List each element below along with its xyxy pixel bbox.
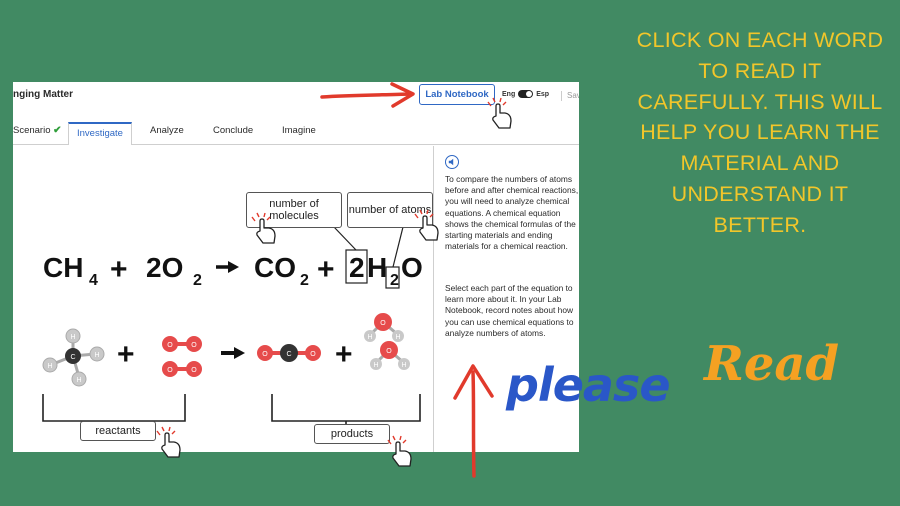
app-header: nging Matter Lab Notebook Eng Esp Sav [13, 82, 579, 112]
reaction-arrow [221, 347, 245, 359]
toggle-switch[interactable] [518, 90, 534, 98]
number-of-atoms-label[interactable]: number of atoms [347, 192, 433, 228]
read-text: Read [704, 336, 840, 392]
red-arrow-right-icon [320, 82, 415, 108]
tab-bar: Scenario ✔ Investigate Analyze Conclude … [13, 119, 579, 145]
instruction-paragraph-1: To compare the numbers of atoms before a… [445, 174, 579, 252]
pointer-hand-icon [387, 435, 412, 467]
language-toggle[interactable]: Eng Esp [502, 90, 549, 98]
lab-notebook-button[interactable]: Lab Notebook [419, 84, 495, 105]
atom-label: O [167, 342, 173, 349]
tab-label: Scenario [13, 125, 51, 136]
equation-o[interactable]: O [401, 252, 423, 283]
molecule-plus-2: + [335, 338, 353, 371]
check-icon: ✔ [53, 125, 62, 136]
connector-line [333, 226, 357, 251]
molecule-plus-1: + [117, 338, 135, 371]
tab-investigate[interactable]: Investigate [68, 122, 132, 145]
overlay-instruction: CLICK ON EACH WORD TO READ IT CAREFULLY.… [636, 28, 884, 237]
tab-conclude[interactable]: Conclude [213, 125, 254, 136]
save-button[interactable]: Sav [561, 91, 579, 101]
atom-label: H [367, 334, 372, 341]
pointer-hand-icon [156, 426, 181, 458]
pointer-hand-icon [487, 97, 512, 129]
subscript-highlight-box [385, 266, 400, 289]
lang-esp-label: Esp [536, 90, 550, 98]
atom-label: O [262, 351, 268, 358]
pointer-hand-icon [414, 209, 439, 241]
tab-scenario[interactable]: Scenario ✔ [13, 125, 62, 136]
atom-label: O [386, 348, 392, 355]
equation-co[interactable]: CO [254, 252, 296, 283]
atom-label: H [373, 362, 378, 369]
atom-label: H [401, 362, 406, 369]
lang-eng-label: Eng [502, 90, 516, 98]
water-molecules: O H H O H H [364, 313, 410, 370]
atom-label: H [395, 334, 400, 341]
carbon-dioxide-molecule: O C O [257, 344, 321, 362]
equation-h[interactable]: H [367, 252, 387, 283]
atom-label: C [70, 354, 75, 361]
tab-imagine[interactable]: Imagine [282, 125, 316, 136]
atom-label: H [47, 363, 52, 370]
tab-label: Investigate [77, 128, 123, 139]
atom-label: O [310, 351, 316, 358]
red-arrow-up-icon [453, 364, 494, 478]
equation-co-subscript[interactable]: 2 [300, 272, 309, 289]
equation-area: CH 4 + 2O 2 CO 2 + 2 H 2 O [42, 226, 423, 428]
equation-o2-subscript[interactable]: 2 [193, 272, 202, 289]
speaker-icon[interactable] [445, 155, 459, 169]
equation-ch[interactable]: CH [43, 252, 83, 283]
pointer-hand-icon [251, 212, 276, 244]
yields-arrow [216, 261, 239, 273]
equation-h-subscript[interactable]: 2 [390, 272, 399, 289]
app-title: nging Matter [13, 89, 73, 100]
equation-ch-subscript[interactable]: 4 [89, 272, 98, 289]
atom-label: H [76, 377, 81, 384]
connector-line [392, 226, 404, 268]
equation-plus-1[interactable]: + [110, 253, 128, 286]
methane-molecule: C H H H H [42, 328, 105, 387]
app-window: nging Matter Lab Notebook Eng Esp Sav Sc… [13, 82, 579, 452]
equation-h2o-coefficient[interactable]: 2 [349, 252, 365, 283]
equation-plus-2[interactable]: + [317, 253, 335, 286]
instruction-paragraph-2: Select each part of the equation to lear… [445, 283, 574, 338]
reactants-label[interactable]: reactants [80, 421, 156, 441]
tab-analyze[interactable]: Analyze [150, 125, 184, 136]
coefficient-highlight-box [345, 249, 368, 284]
atom-label: O [191, 367, 197, 374]
equation-o2[interactable]: 2O [146, 252, 183, 283]
oxygen-molecules: O O O O [162, 336, 202, 377]
atom-label: O [380, 320, 386, 327]
number-of-molecules-label[interactable]: number of molecules [246, 192, 342, 228]
atom-label: O [191, 342, 197, 349]
atom-label: C [286, 351, 291, 358]
atom-label: H [70, 334, 75, 341]
atom-label: H [94, 352, 99, 359]
panel-divider [433, 146, 434, 452]
products-label[interactable]: products [314, 424, 390, 444]
please-text: please [506, 358, 671, 412]
atom-label: O [167, 367, 173, 374]
